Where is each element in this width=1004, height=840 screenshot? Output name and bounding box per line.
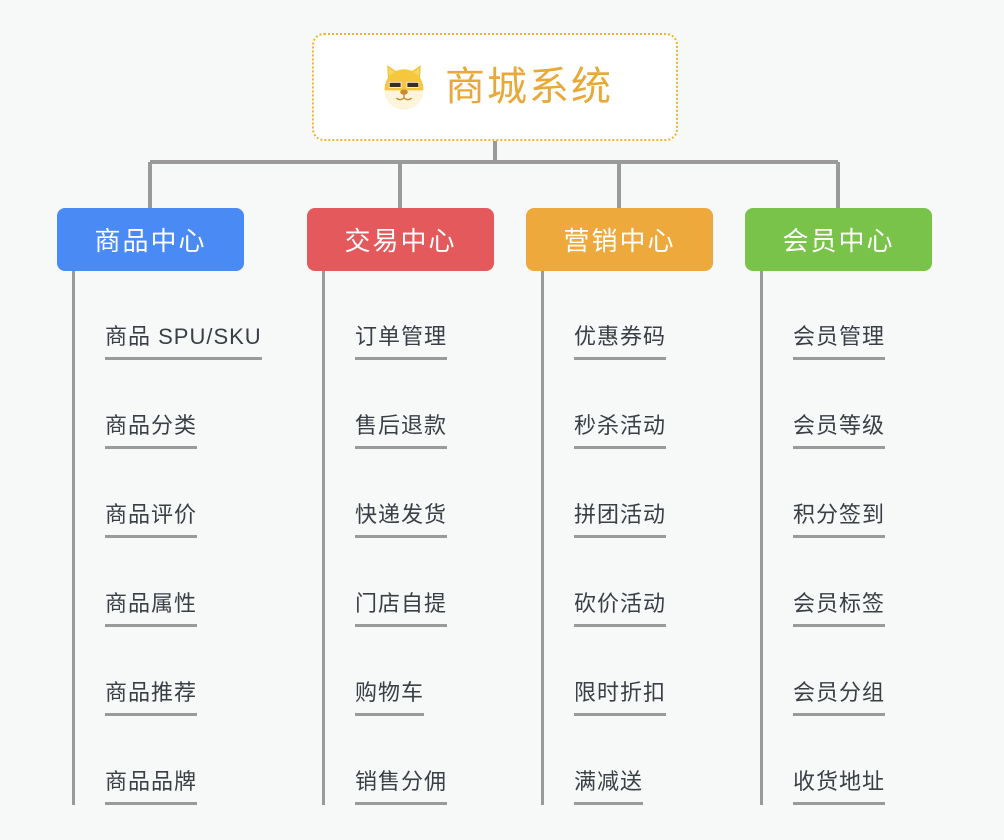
leaf-label: 砍价活动 bbox=[574, 586, 667, 627]
leaf-item[interactable]: 售后退款 bbox=[322, 360, 582, 449]
branch-header-label: 营销中心 bbox=[563, 226, 676, 256]
leaf-item[interactable]: 秒杀活动 bbox=[541, 360, 801, 449]
leaf-list-3: 会员管理 会员等级 积分签到 会员标签 会员分组 收货地址 bbox=[760, 271, 1004, 805]
leaf-label: 满减送 bbox=[574, 764, 644, 805]
branch-header-label: 会员中心 bbox=[782, 226, 895, 256]
leaf-label: 收货地址 bbox=[793, 764, 886, 805]
leaf-item[interactable]: 优惠券码 bbox=[541, 271, 801, 360]
leaf-label: 售后退款 bbox=[355, 408, 448, 449]
leaf-item[interactable]: 商品分类 bbox=[72, 360, 332, 449]
leaf-label: 商品品牌 bbox=[105, 764, 198, 805]
leaf-item[interactable]: 拼团活动 bbox=[541, 449, 801, 538]
branch-header-2[interactable]: 营销中心 bbox=[526, 208, 713, 271]
leaf-label: 购物车 bbox=[355, 675, 425, 716]
leaf-label: 商品分类 bbox=[105, 408, 198, 449]
leaf-item[interactable]: 购物车 bbox=[322, 627, 582, 716]
leaf-item[interactable]: 门店自提 bbox=[322, 538, 582, 627]
leaf-label: 商品评价 bbox=[105, 497, 198, 538]
leaf-item[interactable]: 商品 SPU/SKU bbox=[72, 271, 332, 360]
leaf-item[interactable]: 商品属性 bbox=[72, 538, 332, 627]
leaf-label: 积分签到 bbox=[793, 497, 886, 538]
leaf-label: 限时折扣 bbox=[574, 675, 667, 716]
shiba-dog-icon bbox=[384, 65, 424, 110]
leaf-item[interactable]: 会员管理 bbox=[760, 271, 1004, 360]
leaf-item[interactable]: 商品评价 bbox=[72, 449, 332, 538]
leaf-label: 商品属性 bbox=[105, 586, 198, 627]
leaf-item[interactable]: 收货地址 bbox=[760, 716, 1004, 805]
branch-header-label: 商品中心 bbox=[94, 226, 207, 256]
root-node[interactable]: 商城系统 bbox=[312, 33, 678, 141]
leaf-label: 秒杀活动 bbox=[574, 408, 667, 449]
leaf-label: 销售分佣 bbox=[355, 764, 448, 805]
leaf-label: 拼团活动 bbox=[574, 497, 667, 538]
branch-spine-1 bbox=[322, 271, 325, 805]
branch-header-label: 交易中心 bbox=[344, 226, 457, 256]
root-title: 商城系统 bbox=[445, 65, 613, 109]
branch-header-1[interactable]: 交易中心 bbox=[307, 208, 494, 271]
leaf-item[interactable]: 积分签到 bbox=[760, 449, 1004, 538]
leaf-item[interactable]: 快递发货 bbox=[322, 449, 582, 538]
leaf-item[interactable]: 销售分佣 bbox=[322, 716, 582, 805]
leaf-item[interactable]: 砍价活动 bbox=[541, 538, 801, 627]
branch-spine-2 bbox=[541, 271, 544, 805]
leaf-label: 商品 SPU/SKU bbox=[105, 319, 262, 360]
leaf-item[interactable]: 商品品牌 bbox=[72, 716, 332, 805]
leaf-label: 订单管理 bbox=[355, 319, 448, 360]
leaf-item[interactable]: 会员标签 bbox=[760, 538, 1004, 627]
leaf-list-0: 商品 SPU/SKU 商品分类 商品评价 商品属性 商品推荐 商品品牌 bbox=[72, 271, 332, 805]
leaf-label: 会员管理 bbox=[793, 319, 886, 360]
leaf-label: 快递发货 bbox=[355, 497, 448, 538]
leaf-item[interactable]: 会员分组 bbox=[760, 627, 1004, 716]
leaf-item[interactable]: 商品推荐 bbox=[72, 627, 332, 716]
leaf-list-1: 订单管理 售后退款 快递发货 门店自提 购物车 销售分佣 bbox=[322, 271, 582, 805]
leaf-label: 商品推荐 bbox=[105, 675, 198, 716]
leaf-item[interactable]: 满减送 bbox=[541, 716, 801, 805]
branch-spine-0 bbox=[72, 271, 75, 805]
branch-header-0[interactable]: 商品中心 bbox=[57, 208, 244, 271]
branch-header-3[interactable]: 会员中心 bbox=[745, 208, 932, 271]
branch-spine-3 bbox=[760, 271, 763, 805]
leaf-label: 会员等级 bbox=[793, 408, 886, 449]
leaf-label: 优惠券码 bbox=[574, 319, 667, 360]
leaf-label: 门店自提 bbox=[355, 586, 448, 627]
leaf-label: 会员标签 bbox=[793, 586, 886, 627]
leaf-label: 会员分组 bbox=[793, 675, 886, 716]
leaf-item[interactable]: 会员等级 bbox=[760, 360, 1004, 449]
leaf-item[interactable]: 限时折扣 bbox=[541, 627, 801, 716]
leaf-list-2: 优惠券码 秒杀活动 拼团活动 砍价活动 限时折扣 满减送 bbox=[541, 271, 801, 805]
leaf-item[interactable]: 订单管理 bbox=[322, 271, 582, 360]
